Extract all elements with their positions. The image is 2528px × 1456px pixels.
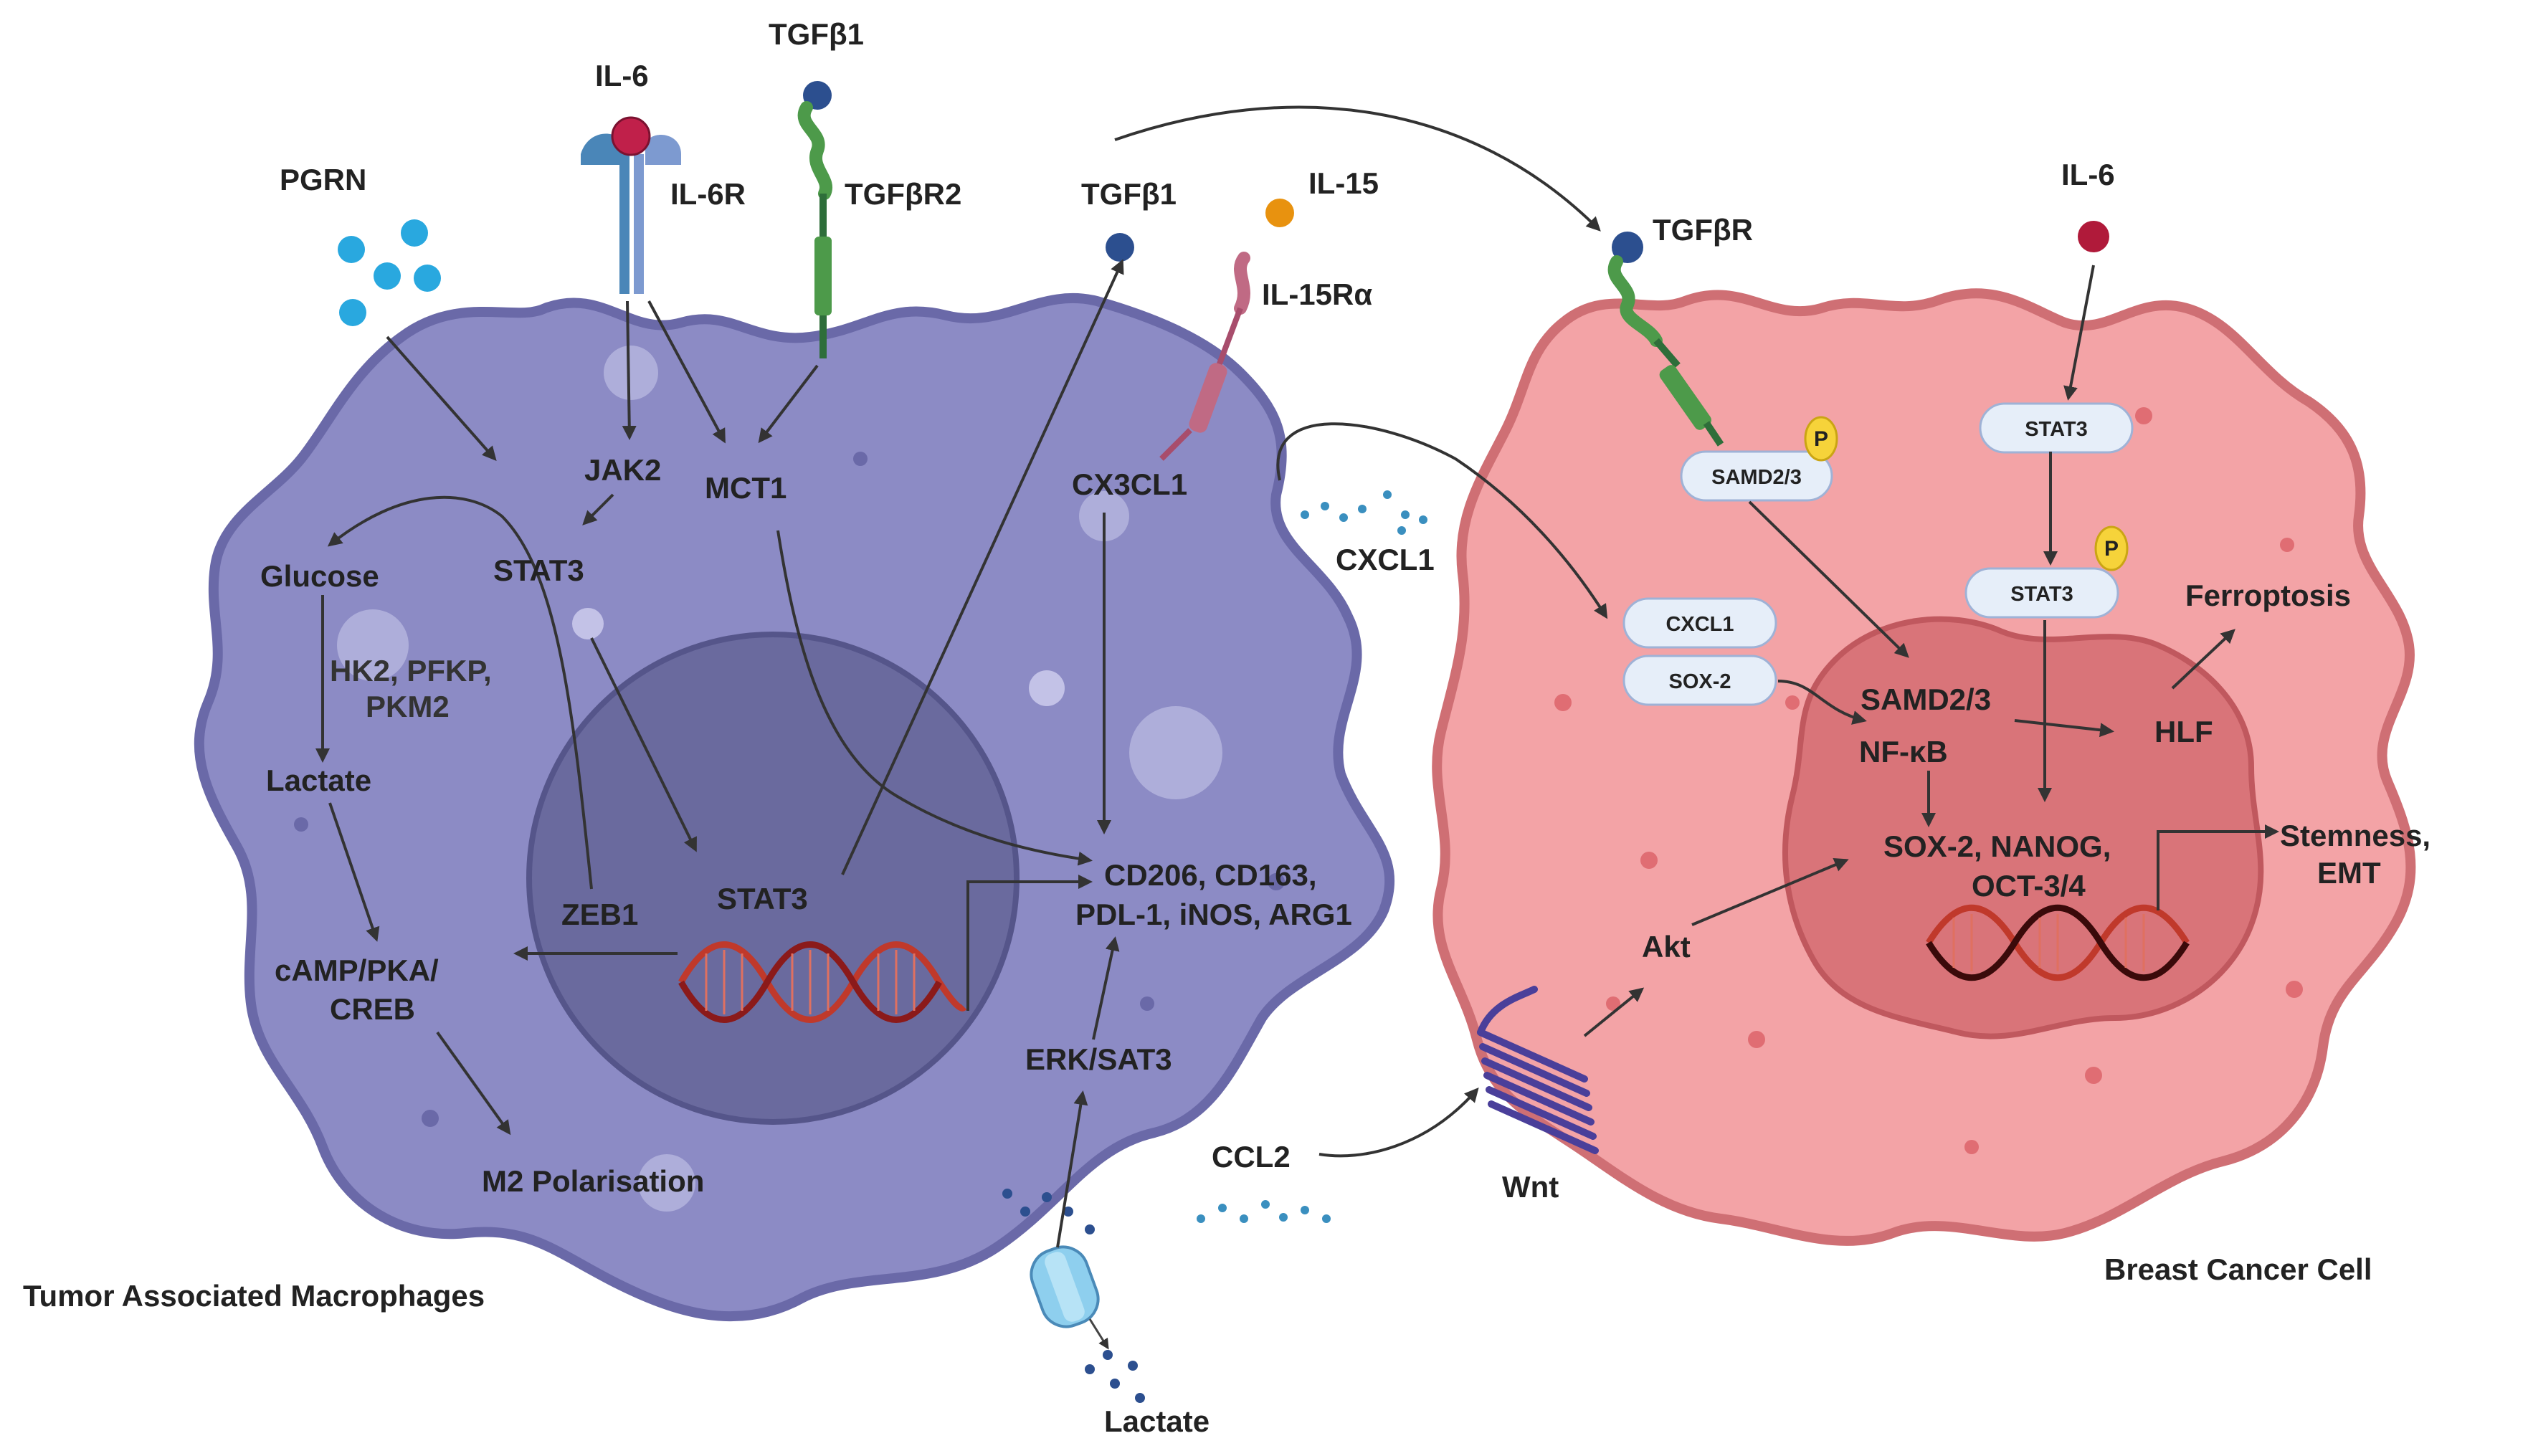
label-il6-cancer: IL-6: [2061, 158, 2115, 191]
node-stemness-line2: EMT: [2317, 856, 2381, 890]
label-tgfb1-top: TGFβ1: [769, 17, 864, 51]
tgfbr-receptor-icon: [1607, 232, 1724, 447]
il6-molecule-icon: [2078, 221, 2109, 252]
label-ccl2: CCL2: [1212, 1140, 1291, 1174]
pathway-arrows: [315, 105, 2279, 1350]
node-m2-polarisation: M2 Polarisation: [482, 1164, 704, 1198]
cancer-cell: [1432, 288, 2416, 1246]
node-mct1: MCT1: [705, 471, 787, 505]
pgrn-molecules: [338, 219, 441, 326]
cxcl1-molecules: [1301, 490, 1427, 535]
node-enzymes-line2: PKM2: [366, 690, 450, 723]
pill-stat3-p: STAT3 P: [1964, 525, 2129, 619]
label-tgfb1-secreted: TGFβ1: [1081, 177, 1177, 211]
node-erk-sat3: ERK/SAT3: [1025, 1042, 1172, 1076]
phospho-stat3: P: [2104, 537, 2119, 561]
label-il6-top: IL-6: [595, 59, 649, 92]
node-hlf: HLF: [2154, 715, 2213, 748]
pill-sox2: SOX-2: [1622, 655, 1777, 706]
cancer-nucleus: [1782, 616, 2264, 1039]
label-tgfbr: TGFβR: [1653, 213, 1753, 247]
label-tgfbr2: TGFβR2: [845, 177, 961, 211]
pill-stat3-p-label: STAT3: [2010, 583, 2073, 606]
node-stat3-cyto: STAT3: [493, 553, 584, 587]
label-pgrn: PGRN: [280, 163, 366, 196]
tgfbr2-receptor-icon: [797, 81, 832, 358]
macrophage-dna-icon: [678, 941, 967, 1023]
node-sox-line1: SOX-2, NANOG,: [1883, 829, 2111, 863]
pill-sox2-label: SOX-2: [1668, 670, 1731, 693]
node-akt: Akt: [1642, 930, 1691, 963]
label-cxcl1-secreted: CXCL1: [1336, 543, 1435, 576]
node-markers-line1: CD206, CD163,: [1104, 858, 1316, 892]
ccl2-molecules: [1197, 1200, 1331, 1223]
node-zeb1: ZEB1: [561, 898, 638, 931]
node-markers-line2: PDL-1, iNOS, ARG1: [1075, 898, 1352, 931]
phospho-samd: P: [1814, 427, 1828, 451]
il15-molecule-icon: [1265, 199, 1294, 227]
node-camp-line1: cAMP/PKA/: [275, 953, 439, 987]
node-lactate-in: Lactate: [266, 763, 371, 797]
pill-cxcl1-label: CXCL1: [1665, 613, 1734, 636]
node-sox-line2: OCT-3/4: [1972, 869, 2086, 903]
pill-samd-p: SAMD2/3 P: [1680, 416, 1838, 502]
wnt-receptor-icon: [1477, 986, 1599, 1154]
macrophage-title: Tumor Associated Macrophages: [23, 1279, 485, 1313]
pill-stat3-top-label: STAT3: [2025, 418, 2088, 441]
pill-cxcl1: CXCL1: [1622, 597, 1777, 649]
node-wnt: Wnt: [1502, 1170, 1559, 1204]
node-ferroptosis: Ferroptosis: [2185, 579, 2351, 612]
il6-receptor-icon: [581, 116, 681, 294]
node-samd-nucleus: SAMD2/3: [1861, 682, 1991, 716]
node-cx3cl1: CX3CL1: [1072, 467, 1187, 501]
lactate-out-dots: [1002, 1189, 1145, 1403]
node-stemness-line1: Stemness,: [2280, 819, 2430, 852]
label-il15ra: IL-15Rα: [1262, 277, 1372, 311]
node-stat3-nucleus: STAT3: [717, 882, 808, 915]
macrophage-nucleus: [526, 632, 1020, 1125]
node-camp-line2: CREB: [330, 992, 415, 1026]
node-nfkb: NF-κB: [1859, 735, 1948, 769]
label-lactate-out: Lactate: [1104, 1404, 1210, 1438]
label-il15: IL-15: [1308, 166, 1379, 200]
lactate-transporter-icon: [1030, 1245, 1100, 1328]
cancer-dna-icon: [1926, 904, 2190, 981]
label-il6r: IL-6R: [670, 177, 746, 211]
node-jak2: JAK2: [584, 453, 661, 487]
pill-stat3-top: STAT3: [1979, 402, 2134, 454]
node-glucose: Glucose: [260, 559, 379, 593]
node-enzymes-line1: HK2, PFKP,: [330, 654, 492, 687]
il15ra-receptor-icon: [1159, 252, 1250, 461]
tgfb1-secreted-icon: [1106, 233, 1134, 262]
cancer-title: Breast Cancer Cell: [2104, 1252, 2372, 1286]
pill-samd-p-label: SAMD2/3: [1711, 466, 1802, 489]
